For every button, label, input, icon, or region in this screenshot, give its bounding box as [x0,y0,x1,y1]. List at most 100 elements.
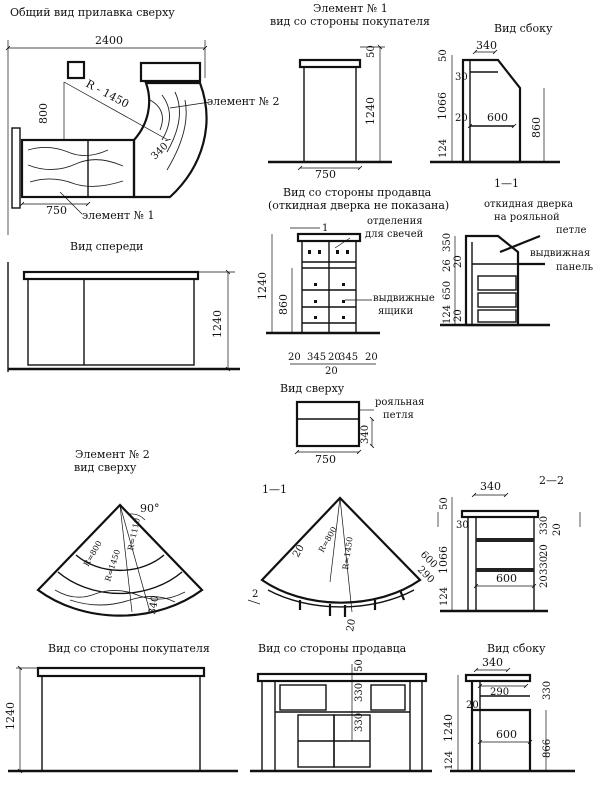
dim-el1p-1240: 1240 [256,272,269,300]
dim-bs-330b: 330 [354,713,365,732]
view-title-el1: Элемент № 1 [313,2,388,15]
dim-el1s-124: 124 [438,139,449,158]
view-title-overall-top: Общий вид прилавка сверху [10,6,175,19]
view-subtitle-el2: вид сверху [74,461,137,474]
dim-bside-290: 290 [490,687,509,698]
overall-top-view: Общий вид прилавка сверху 2400 R - 1450 … [5,6,280,235]
view-title-bottom-customer: Вид со стороны покупателя [48,642,210,655]
view-subtitle-el1-customer: вид со стороны покупателя [270,15,430,28]
dim-sec-20b: 20 [453,309,464,322]
dim-el1s-600: 600 [487,111,508,124]
label-flap-3: петле [556,225,586,236]
view-title-bottom-side: Вид сбоку [487,642,546,655]
label-drawers-2: ящики [378,306,414,317]
label-element1: элемент № 1 [82,209,155,222]
view-title-bottom-seller: Вид со стороны продавца [258,642,407,655]
view-title-el2: Элемент № 2 [75,448,150,461]
bottom-seller-view: Вид со стороны продавца 50 330 330 [250,642,432,773]
dim-2400: 2400 [95,34,123,47]
dim-s22-124: 124 [439,587,450,606]
dim-bside-124: 124 [444,751,455,770]
dim-sec-124: 124 [442,305,453,324]
dim-s22-20b: 20 [539,544,550,557]
dim-bside-20: 20 [466,700,479,711]
dim-el1s-1066: 1066 [436,92,449,120]
dim-el2-r800: R=800 [82,539,104,568]
dim-el1s-50: 50 [438,49,449,62]
dim-el1p-20a: 20 [288,352,301,363]
section-label-1-1: 1—1 [494,177,519,190]
dim-top-340: 340 [360,425,371,444]
dim-bs-330a: 330 [354,683,365,702]
label-drawers: выдвижные [373,293,435,304]
dim-s22-20a: 20 [552,523,563,536]
label-candles-2: для свечей [365,229,424,240]
dim-s22-50: 50 [439,497,450,510]
dim-750: 750 [46,204,67,217]
dim-bside-866: 866 [542,739,553,758]
dim-el1p-20d: 20 [325,366,338,377]
dim-s22-20c: 20 [539,575,550,588]
dim-el2-340: 340 [147,595,161,616]
dim-s22-330b: 330 [539,556,550,575]
element1-side-view: Вид сбоку 340 50 30 1066 20 600 860 124 [430,22,560,164]
dim-bside-600: 600 [496,728,517,741]
dim-s22-340: 340 [480,480,501,493]
label-flap: откидная дверка [484,199,573,210]
element1-seller-view: Вид со стороны продавца (откидная дверка… [256,186,449,377]
bottom-customer-view: Вид со стороны покупателя 1240 [4,642,238,774]
bottom-side-view: Вид сбоку 340 290 330 20 1240 600 866 12… [442,642,575,773]
angle-90: 90° [140,502,160,515]
cut-mark-2: 2 [252,589,258,600]
dim-r1450: R - 1450 [84,77,132,111]
dim-el1s-860: 860 [530,117,543,138]
front-view: Вид спереди 1240 [7,240,240,372]
dim-el1p-860: 860 [277,294,290,315]
dim-el1p-20b: 20 [328,352,341,363]
element2-section-2-2: 2—2 340 50 30 330 20 1066 20 330 20 600 … [437,474,581,613]
dim-top-750: 750 [315,453,336,466]
dim-el1s-20: 20 [455,113,468,124]
dim-s11-20b: 20 [345,618,358,632]
view-title-el1-seller: Вид со стороны продавца [283,186,432,199]
label-element2: элемент № 2 [207,95,280,108]
element1-customer-view: Элемент № 1 вид со стороны покупателя 50… [268,2,430,181]
label-flap-2: на рояльной [494,212,560,223]
dim-el1c-50: 50 [366,45,377,58]
dim-800: 800 [37,103,50,124]
dim-bottom-1240: 1240 [4,702,17,730]
view-title-el1-top: Вид сверху [280,382,345,395]
view-title-el1-side: Вид сбоку [494,22,553,35]
dim-bside-340: 340 [482,656,503,669]
view-title-front: Вид спереди [70,240,143,253]
dim-sec-350: 350 [442,233,453,252]
dim-s22-30: 30 [456,520,469,531]
dim-s22-1066: 1066 [437,546,450,574]
dim-el1c-1240: 1240 [364,97,377,125]
dim-340: 340 [149,141,170,162]
dim-s22-600: 600 [496,572,517,585]
dim-el1p-345a: 345 [307,352,326,363]
label-hinge-2: петля [383,410,414,421]
label-panel: выдвижная [530,248,590,259]
dim-s22-330a: 330 [539,516,550,535]
dim-el2-r1450: R=1450 [103,548,122,582]
section-label-el2-1-1: 1—1 [262,483,287,496]
dim-sec-20a: 20 [453,255,464,268]
view-subtitle-el1-seller: (откидная дверка не показана) [268,199,449,212]
dim-front-1240: 1240 [211,310,224,338]
dim-sec-26: 26 [442,259,453,272]
dim-el1p-345b: 345 [339,352,358,363]
dim-s11-r1450: R=1450 [341,536,355,570]
element2-plan [132,81,208,199]
dim-el1c-750: 750 [315,168,336,181]
dim-s11-r800: R=800 [317,525,339,554]
element2-top-view: Элемент № 2 вид сверху 90° R=800 R=1450 … [36,448,204,617]
element2-section-1-1: 1—1 R=800 R=1450 20 20 600 290 2 [247,483,439,633]
dim-el1s-30: 30 [455,72,468,83]
dim-sec-650: 650 [442,281,453,300]
label-candles: отделения [367,216,423,227]
dim-bside-330: 330 [542,681,553,700]
element1-top-view: Вид сверху рояльная петля 340 750 [280,382,424,466]
